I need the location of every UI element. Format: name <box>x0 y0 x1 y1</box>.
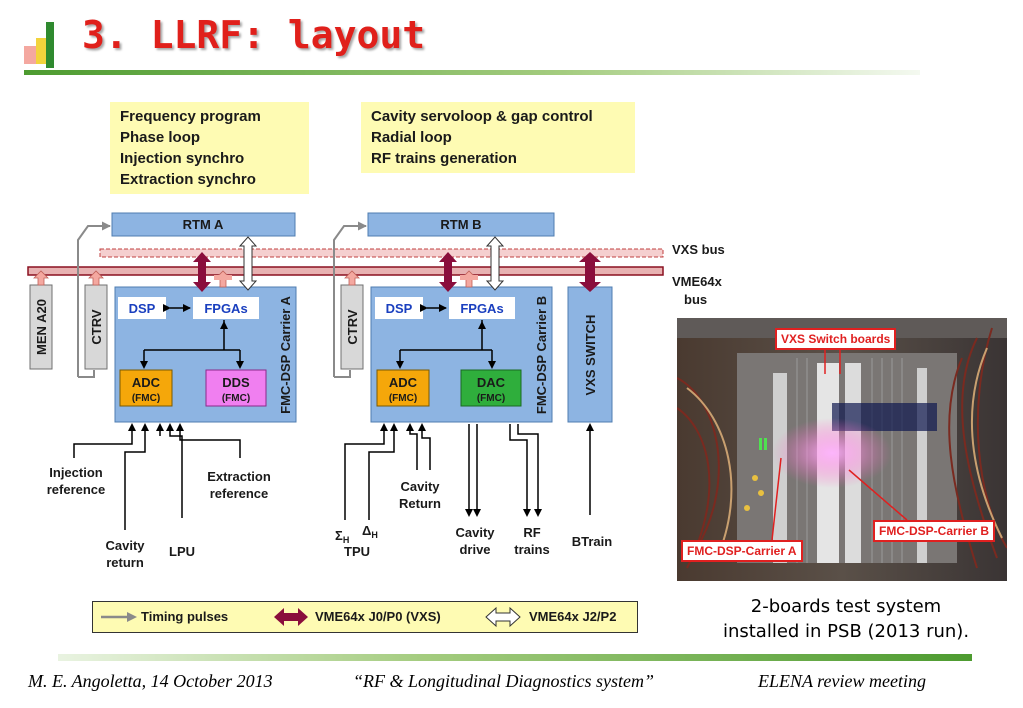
dsp-b-label: DSP <box>386 301 413 316</box>
extraction-reference-label: reference <box>210 486 269 501</box>
rtm-a-label: RTM A <box>183 217 224 232</box>
timing-pulse-arrow-icon <box>101 612 137 622</box>
dsp-a-label: DSP <box>129 301 156 316</box>
crate-photo-illustration <box>677 318 1007 581</box>
fpga-fmc-link-a <box>143 320 241 366</box>
legend-timing-label: Timing pulses <box>141 609 229 624</box>
fmc-label: (FMC) <box>132 393 160 404</box>
carrier-b-callout: FMC-DSP-Carrier B <box>873 520 996 542</box>
page-title: 3. LLRF: layout <box>82 13 426 57</box>
vxs-bus-label: VXS bus <box>672 242 725 257</box>
vxs-j0-connectors <box>193 252 601 292</box>
carrier-b-io <box>344 424 591 520</box>
rf-trains-label: RF <box>523 525 540 540</box>
extraction-reference-label: Extraction <box>207 469 271 484</box>
injection-reference-label: reference <box>47 482 106 497</box>
vme-j2-connectors <box>238 236 505 291</box>
btrain-label: BTrain <box>572 534 613 549</box>
function-item: Phase loop <box>120 129 201 146</box>
footer-author: M. E. Angoletta, 14 October 2013 <box>28 671 273 691</box>
function-item: Injection synchro <box>120 150 245 167</box>
cavity-return-b-label: Cavity <box>400 479 440 494</box>
legend-j0-label: VME64x J0/P0 (VXS) <box>315 609 441 624</box>
j2-double-arrow-icon <box>485 606 521 628</box>
ctrv-a-label: CTRV <box>89 309 104 344</box>
vme-bus-label: VME64x <box>672 274 723 289</box>
function-item: Extraction synchro <box>120 171 256 188</box>
fpgas-a-block <box>193 297 259 319</box>
sigma-h-label: ΣH <box>335 528 349 545</box>
rtm-a-block <box>111 212 296 237</box>
fmc-label: (FMC) <box>389 393 417 404</box>
crate-photo: VXS Switch boards FMC-DSP-Carrier A FMC-… <box>677 318 1007 581</box>
timing-line-b <box>334 370 351 378</box>
carrier-a-functions: Frequency program Phase loop Injection s… <box>110 102 309 194</box>
timing-line-a <box>77 221 111 377</box>
adc-a-label: ADC <box>132 375 161 390</box>
footer-talk-title: “RF & Longitudinal Diagnostics system” <box>353 671 655 691</box>
fpgas-b-block <box>449 297 515 319</box>
vme-bus-label: bus <box>684 292 707 307</box>
fpgas-b-label: FPGAs <box>460 301 503 316</box>
title-divider <box>24 70 920 75</box>
caption-line: 2-boards test system <box>750 596 942 617</box>
fpgas-a-label: FPGAs <box>204 301 247 316</box>
callout-pointer-lines <box>771 350 908 541</box>
vme64x-bus <box>27 266 664 276</box>
function-item: RF trains generation <box>371 150 517 167</box>
carrier-b-label: FMC-DSP Carrier B <box>534 296 549 414</box>
caption-line: installed in PSB (2013 run). <box>722 621 970 642</box>
dds-block <box>205 369 267 407</box>
fmc-label: (FMC) <box>222 393 250 404</box>
legend: Timing pulses VME64x J0/P0 (VXS) VME64x … <box>92 601 638 633</box>
rtm-b-block <box>367 212 555 237</box>
function-item: Frequency program <box>120 108 261 125</box>
vxs-switch-callout: VXS Switch boards <box>775 328 897 350</box>
dds-label: DDS <box>222 375 250 390</box>
dac-label: DAC <box>477 375 506 390</box>
timing-line-b <box>333 221 367 377</box>
vxs-switch-block <box>567 286 613 423</box>
fmc-label: (FMC) <box>477 393 505 404</box>
carrier-a-callout: FMC-DSP-Carrier A <box>681 540 803 562</box>
function-item: Cavity servoloop & gap control <box>371 108 593 125</box>
rtm-b-label: RTM B <box>440 217 481 232</box>
injection-reference-label: Injection <box>49 465 103 480</box>
dsp-a-block <box>118 297 166 319</box>
carrier-b-functions: Cavity servoloop & gap control Radial lo… <box>361 102 635 173</box>
cavity-return-label: return <box>106 555 144 570</box>
delta-h-label: ΔH <box>362 523 378 540</box>
tpu-label: TPU <box>344 544 370 559</box>
carrier-a-label: FMC-DSP Carrier A <box>278 296 293 414</box>
dsp-b-block <box>375 297 423 319</box>
lpu-label: LPU <box>169 544 195 559</box>
fpga-fmc-link-b <box>399 320 493 366</box>
dac-block <box>460 369 522 407</box>
timing-line-a <box>78 370 95 378</box>
adc-b-block <box>376 369 430 407</box>
men-a20-label: MEN A20 <box>34 299 49 355</box>
cavity-drive-label: Cavity <box>455 525 495 540</box>
adc-a-block <box>119 369 173 407</box>
legend-j2-label: VME64x J2/P2 <box>529 609 617 624</box>
function-item: Radial loop <box>371 129 452 146</box>
vxs-bus <box>99 248 664 258</box>
cavity-drive-label: drive <box>459 542 490 557</box>
footer-meeting: ELENA review meeting <box>758 671 926 691</box>
footer-divider <box>58 654 972 661</box>
photo-caption: 2-boards test system installed in PSB (2… <box>690 594 1002 644</box>
slide-logo <box>24 22 60 74</box>
j0-double-arrow-icon <box>274 608 308 626</box>
vxs-switch-label: VXS SWITCH <box>583 315 598 396</box>
ctrv-b-label: CTRV <box>345 309 360 344</box>
cavity-return-label: Cavity <box>105 538 145 553</box>
adc-b-label: ADC <box>389 375 418 390</box>
cavity-return-b-label: Return <box>399 496 441 511</box>
rf-trains-label: trains <box>514 542 549 557</box>
